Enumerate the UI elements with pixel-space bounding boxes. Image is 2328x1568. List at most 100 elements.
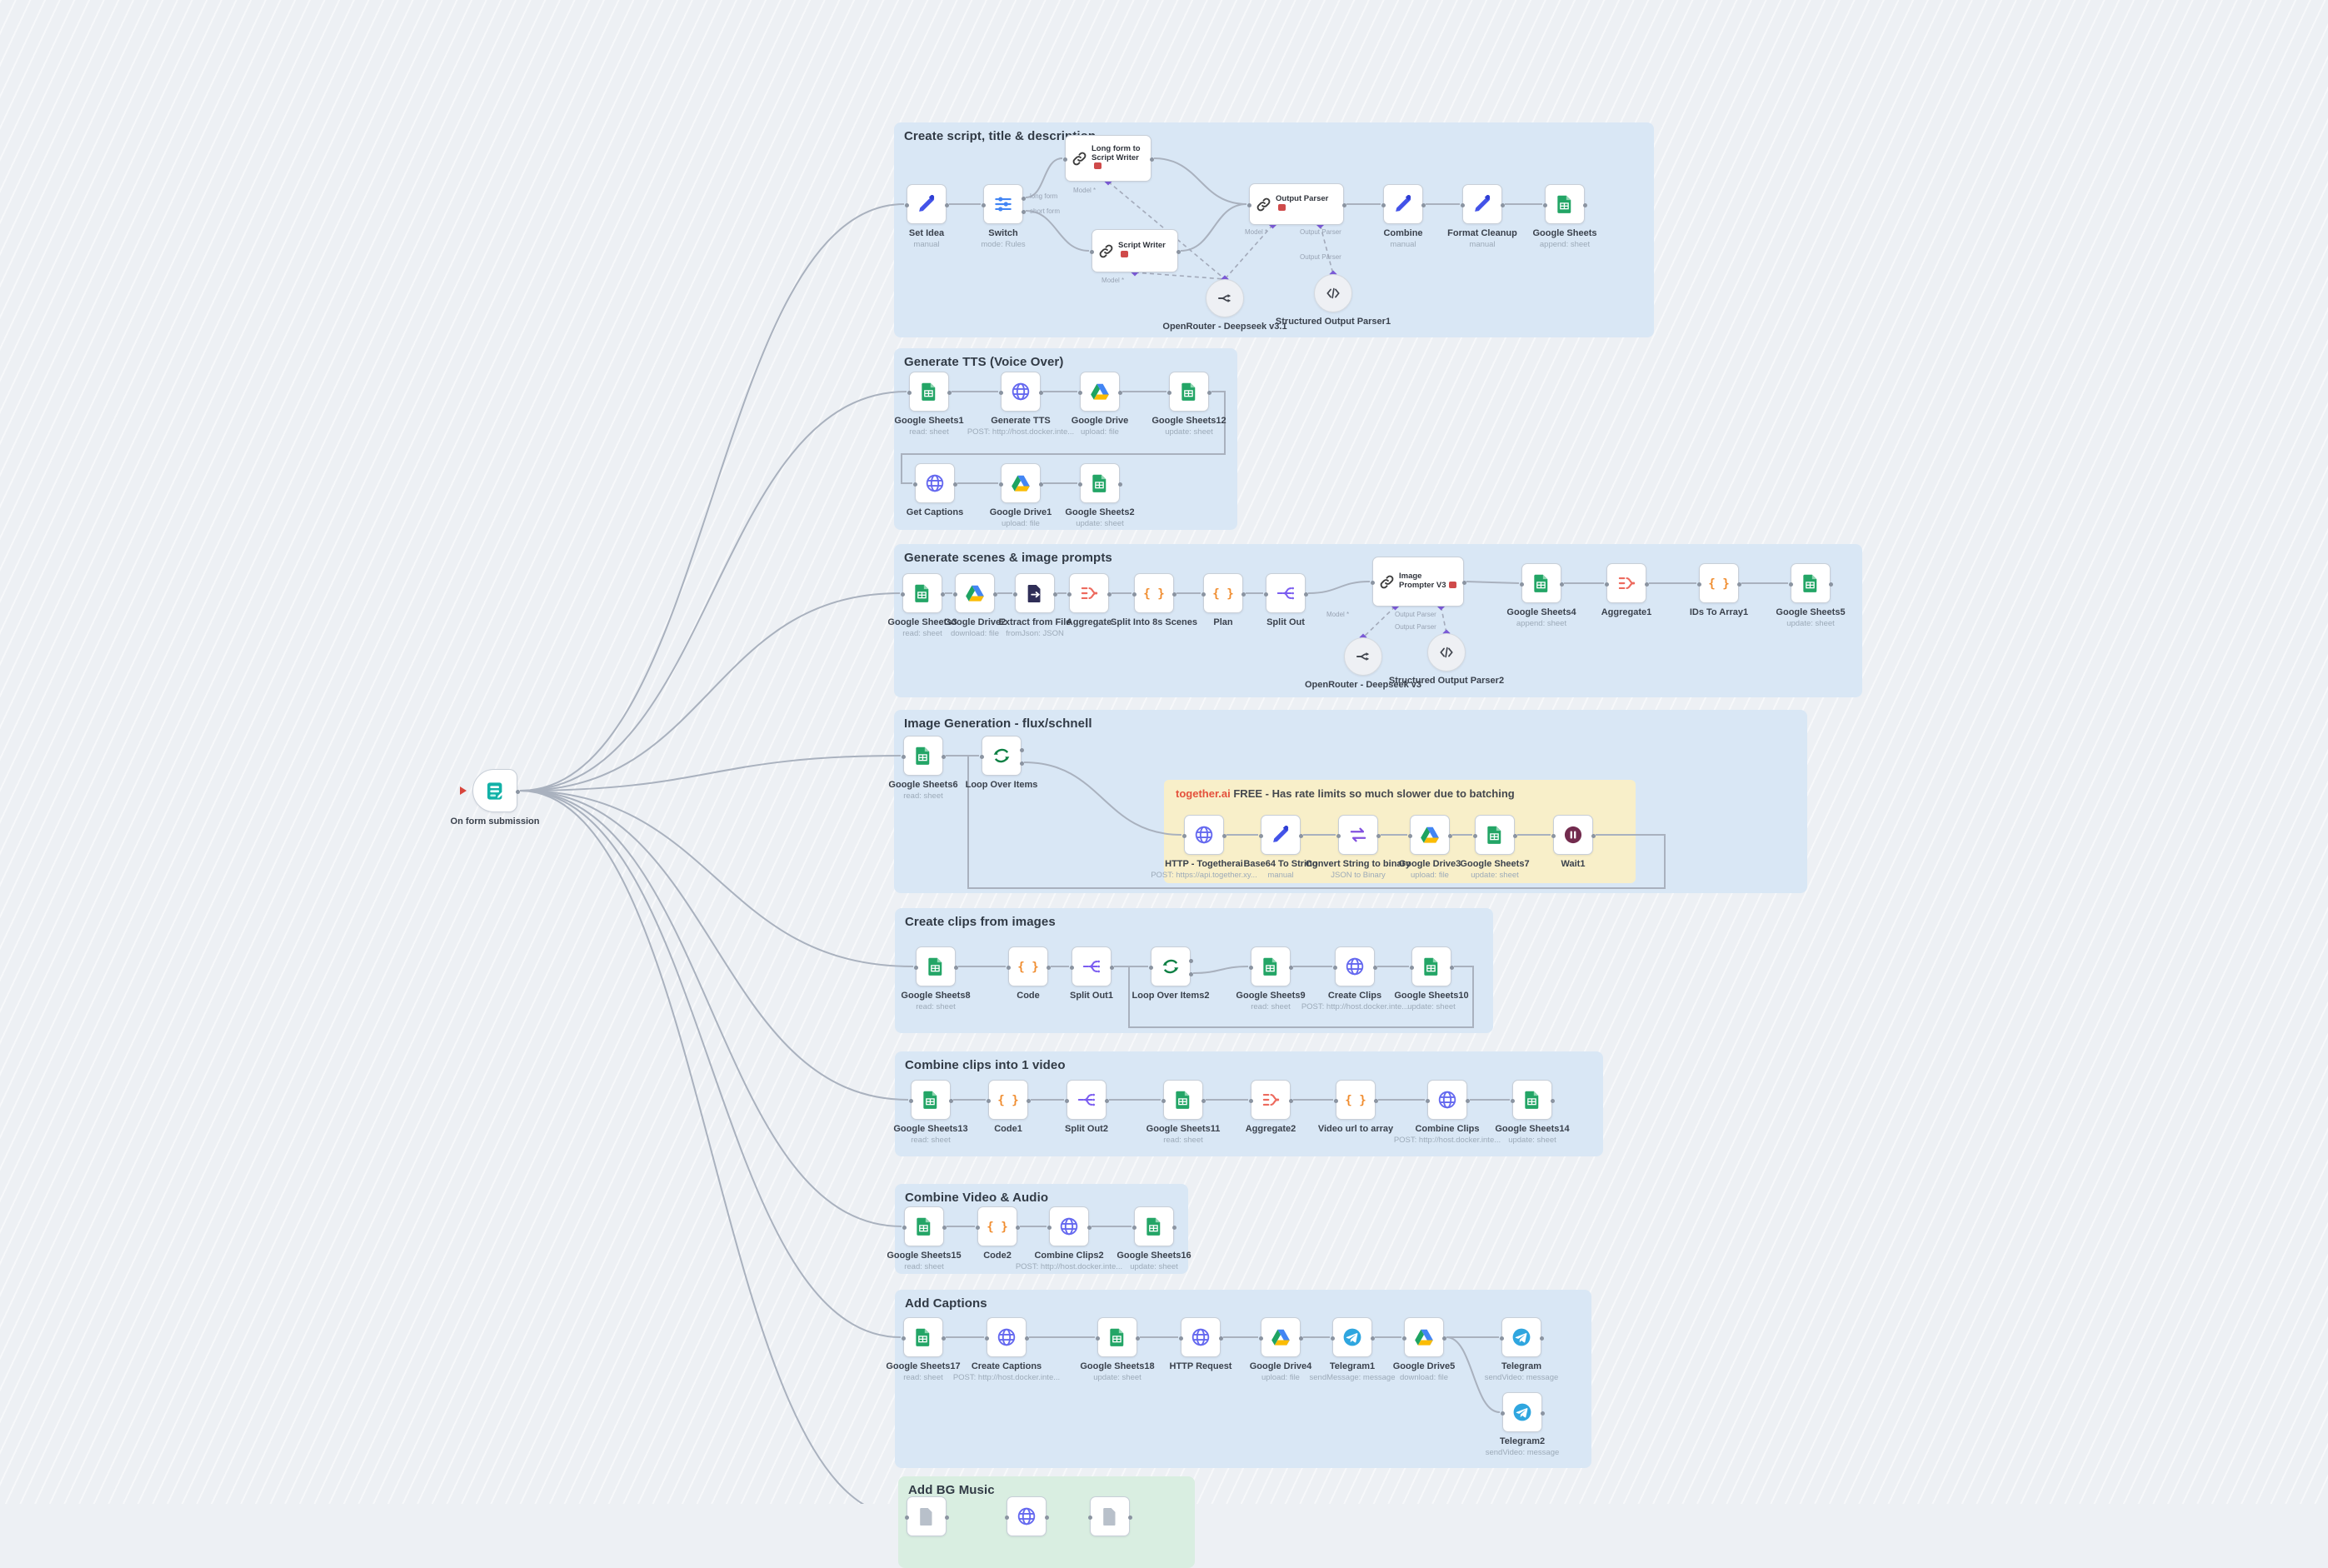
- input-port[interactable]: [1409, 965, 1414, 970]
- node-gsheets7[interactable]: [1472, 815, 1517, 855]
- input-port[interactable]: [1460, 202, 1465, 207]
- output-port[interactable]: [1550, 1098, 1555, 1103]
- input-port[interactable]: [1333, 1098, 1338, 1103]
- node-openrouter1[interactable]: [1206, 279, 1244, 317]
- node-script_writer[interactable]: Script Writer: [1089, 229, 1181, 272]
- node-gsheets5[interactable]: [1788, 563, 1833, 603]
- input-port[interactable]: [1381, 202, 1386, 207]
- input-port[interactable]: [1201, 592, 1206, 597]
- node-gsheets18[interactable]: [1095, 1317, 1140, 1357]
- input-port[interactable]: [1132, 1225, 1137, 1230]
- output-port[interactable]: [940, 592, 945, 597]
- node-gsheets16[interactable]: [1132, 1206, 1176, 1246]
- node-format_cleanup[interactable]: [1460, 184, 1505, 224]
- output-port[interactable]: [1021, 209, 1026, 214]
- output-port[interactable]: [1171, 1225, 1176, 1230]
- input-port[interactable]: [1336, 833, 1341, 838]
- node-create_clips[interactable]: [1332, 946, 1377, 986]
- input-port[interactable]: [984, 1336, 989, 1341]
- input-port[interactable]: [975, 1225, 980, 1230]
- input-port[interactable]: [1258, 1336, 1263, 1341]
- input-port[interactable]: [1148, 965, 1153, 970]
- input-port[interactable]: [1181, 833, 1186, 838]
- output-port[interactable]: [1221, 833, 1226, 838]
- node-set_idea[interactable]: [904, 184, 949, 224]
- output-port[interactable]: [1024, 1336, 1029, 1341]
- input-port[interactable]: [1332, 965, 1337, 970]
- node-bg2[interactable]: [1004, 1496, 1049, 1536]
- input-port[interactable]: [1370, 580, 1375, 585]
- input-port[interactable]: [986, 1098, 991, 1103]
- node-openrouter2[interactable]: [1344, 637, 1382, 676]
- node-output_parser[interactable]: Output Parser: [1246, 183, 1346, 225]
- input-port[interactable]: [1472, 833, 1477, 838]
- output-port[interactable]: [1044, 1515, 1049, 1520]
- node-aggregate[interactable]: [1067, 573, 1112, 613]
- output-port[interactable]: [1341, 202, 1346, 207]
- output-port[interactable]: [1298, 833, 1303, 838]
- node-bg1[interactable]: [904, 1496, 949, 1536]
- node-combine[interactable]: [1381, 184, 1426, 224]
- node-code2[interactable]: { }: [975, 1206, 1020, 1246]
- input-port[interactable]: [1069, 965, 1074, 970]
- node-sop2[interactable]: [1427, 633, 1466, 672]
- input-port[interactable]: [1407, 833, 1412, 838]
- input-port[interactable]: [1067, 592, 1072, 597]
- input-port[interactable]: [1788, 582, 1793, 587]
- input-port[interactable]: [901, 1336, 906, 1341]
- node-generate_tts[interactable]: [998, 372, 1043, 412]
- node-convert[interactable]: [1336, 815, 1381, 855]
- input-port[interactable]: [1132, 592, 1137, 597]
- output-port[interactable]: [1015, 1225, 1020, 1230]
- output-port[interactable]: [941, 1336, 946, 1341]
- output-port[interactable]: [1449, 965, 1454, 970]
- node-plan[interactable]: { }: [1201, 573, 1246, 613]
- output-port[interactable]: [1206, 390, 1211, 395]
- node-code1[interactable]: { }: [986, 1080, 1031, 1120]
- node-http_request[interactable]: [1178, 1317, 1223, 1357]
- node-wait1[interactable]: [1551, 815, 1596, 855]
- input-port[interactable]: [1077, 482, 1082, 487]
- input-port[interactable]: [998, 390, 1003, 395]
- input-port[interactable]: [1696, 582, 1701, 587]
- input-port[interactable]: [904, 202, 909, 207]
- input-port[interactable]: [998, 482, 1003, 487]
- node-image_prompter[interactable]: Image Prompter V3: [1370, 557, 1466, 607]
- input-port[interactable]: [1330, 1336, 1335, 1341]
- output-port[interactable]: [1370, 1336, 1375, 1341]
- input-port[interactable]: [1551, 833, 1556, 838]
- output-port[interactable]: [1038, 482, 1043, 487]
- input-port[interactable]: [912, 482, 917, 487]
- input-port[interactable]: [1258, 833, 1263, 838]
- input-port[interactable]: [1012, 592, 1017, 597]
- output-port[interactable]: [1288, 965, 1293, 970]
- output-port[interactable]: [1441, 1336, 1446, 1341]
- node-bg3[interactable]: [1087, 1496, 1132, 1536]
- node-gsheets8[interactable]: [913, 946, 958, 986]
- output-port[interactable]: [1421, 202, 1426, 207]
- input-port[interactable]: [908, 1098, 913, 1103]
- output-port[interactable]: [944, 202, 949, 207]
- node-loop_items[interactable]: [979, 736, 1024, 776]
- output-port[interactable]: [1109, 965, 1114, 970]
- node-split_out[interactable]: [1263, 573, 1308, 613]
- output-port[interactable]: [952, 482, 957, 487]
- node-aggregate2[interactable]: [1248, 1080, 1293, 1120]
- output-port[interactable]: [1461, 580, 1466, 585]
- node-gsheets12[interactable]: [1166, 372, 1211, 412]
- output-port[interactable]: [1107, 592, 1112, 597]
- node-sop1[interactable]: [1314, 274, 1352, 312]
- node-split_out1[interactable]: [1069, 946, 1114, 986]
- input-port[interactable]: [1401, 1336, 1406, 1341]
- output-port[interactable]: [1465, 1098, 1470, 1103]
- output-port[interactable]: [1500, 202, 1505, 207]
- node-split8[interactable]: { }: [1132, 573, 1176, 613]
- node-on-form-submission[interactable]: [472, 769, 520, 812]
- input-port[interactable]: [1519, 582, 1524, 587]
- node-gsheets13[interactable]: [908, 1080, 953, 1120]
- output-port[interactable]: [1241, 592, 1246, 597]
- output-port[interactable]: [942, 1225, 947, 1230]
- output-port[interactable]: [1038, 390, 1043, 395]
- output-port[interactable]: [1303, 592, 1308, 597]
- node-gsheets3[interactable]: [900, 573, 945, 613]
